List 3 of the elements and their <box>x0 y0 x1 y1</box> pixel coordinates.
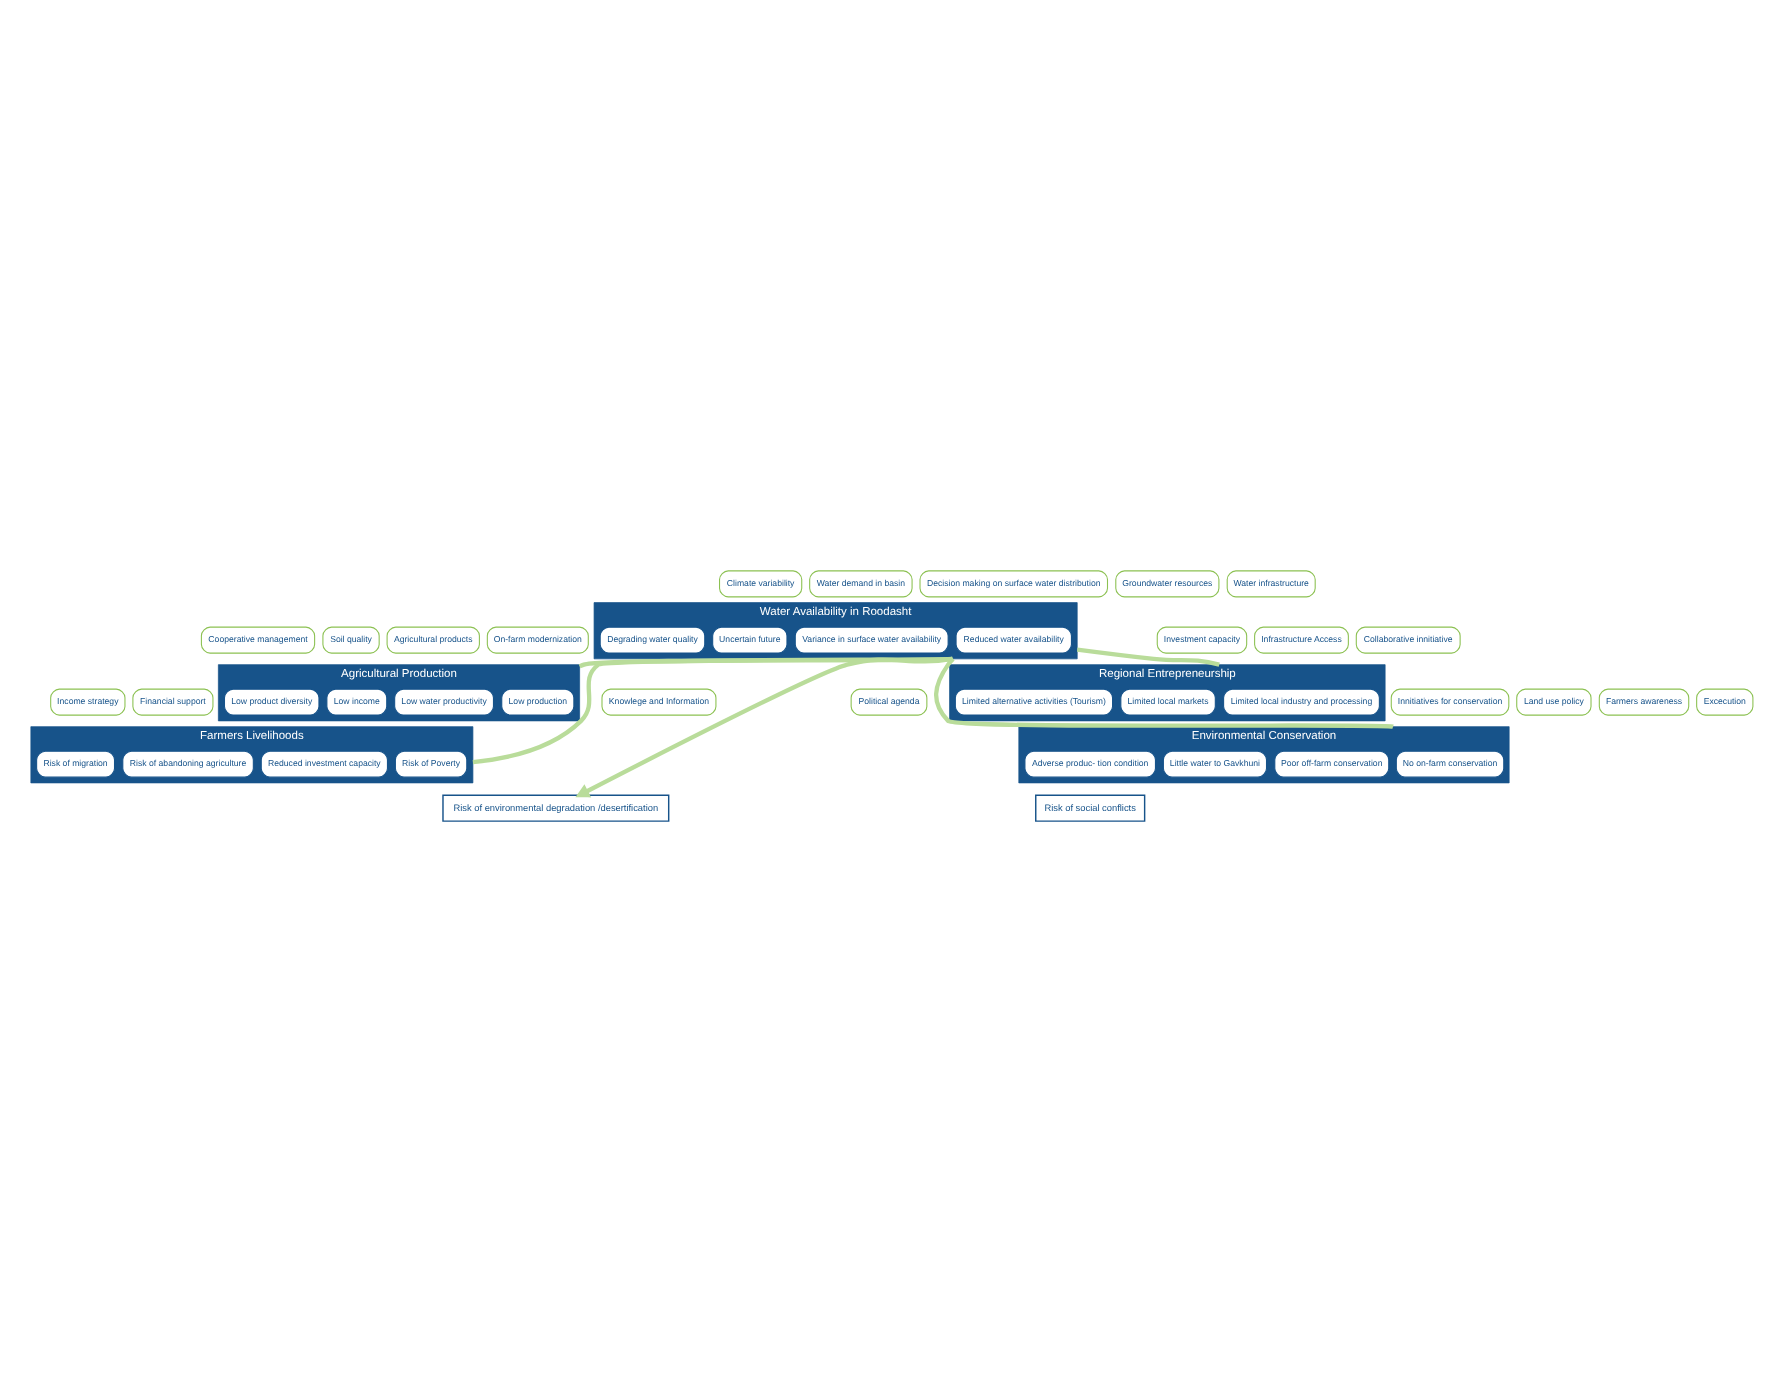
connector <box>934 657 1394 729</box>
connector <box>1076 647 1220 667</box>
arrow <box>575 656 953 798</box>
